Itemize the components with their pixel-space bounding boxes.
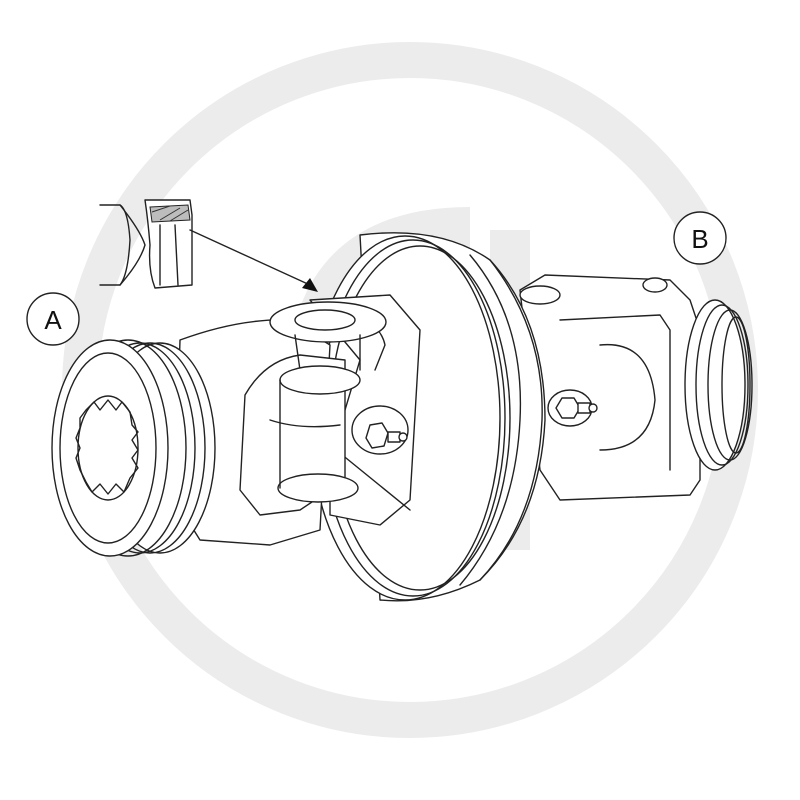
right-yoke-b — [519, 274, 701, 501]
left-spline-hub — [51, 339, 216, 557]
right-end-rings — [684, 299, 753, 471]
right-grease-nipple — [547, 389, 598, 427]
callout-b-label: B — [691, 224, 708, 254]
left-yoke-a — [174, 301, 387, 546]
callout-b: B — [673, 211, 727, 265]
callout-a-label: A — [44, 305, 62, 335]
seal-detail-inset — [99, 199, 318, 292]
callout-a: A — [26, 292, 80, 346]
